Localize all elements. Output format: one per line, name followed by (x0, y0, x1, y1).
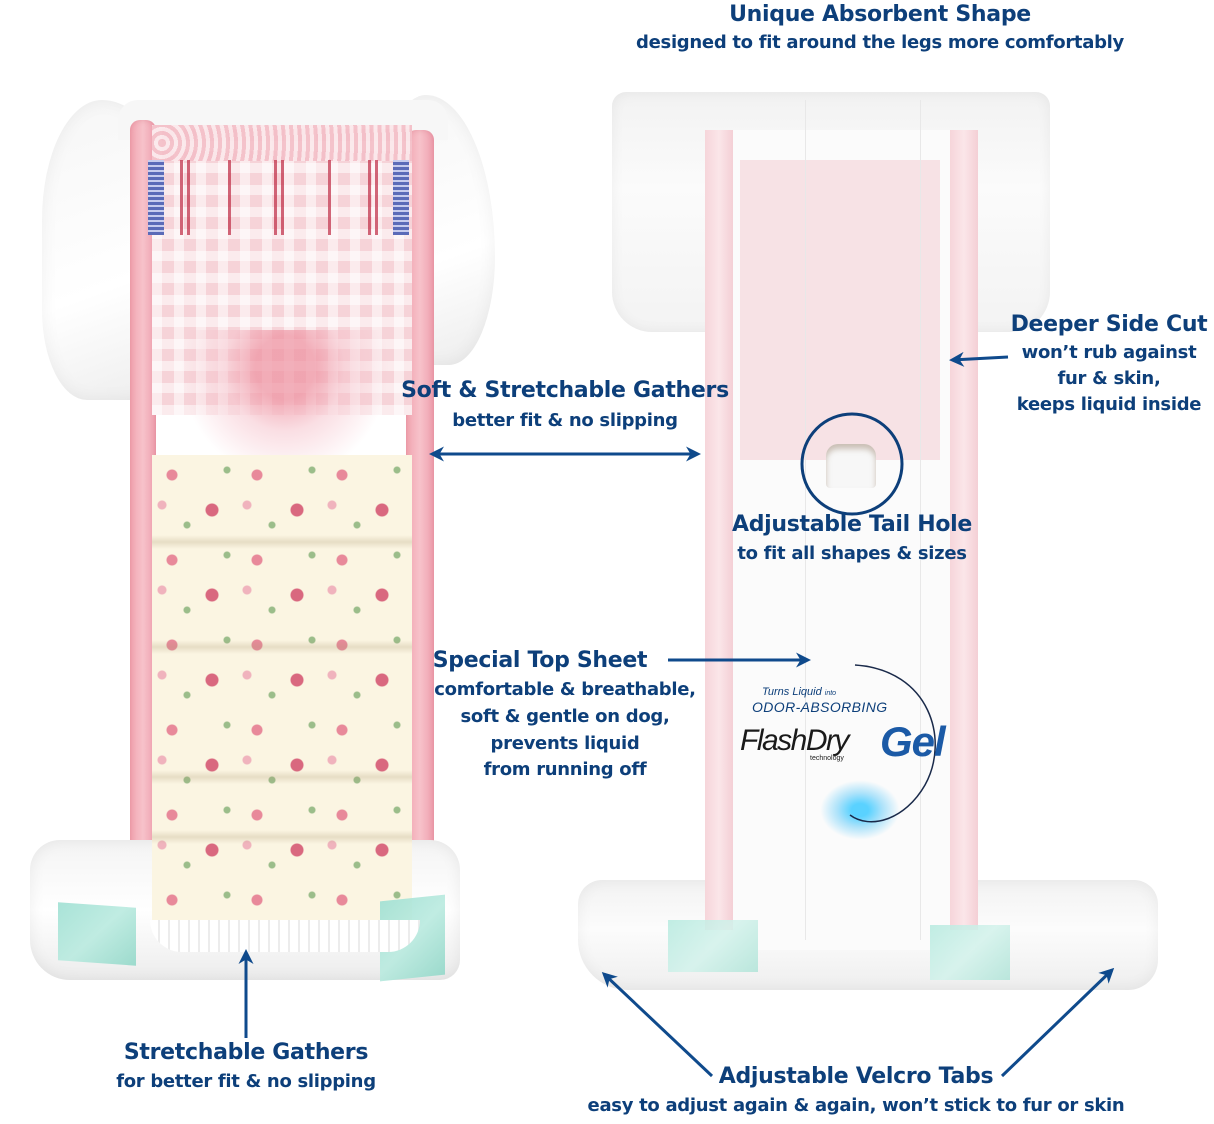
callout-adjustable-velcro-tabs: Adjustable Velcro Tabs easy to adjust ag… (556, 1064, 1156, 1117)
callout-title: Special Top Sheet (432, 648, 648, 673)
logo-gel: Gel (880, 718, 946, 765)
right-gather-band-right (950, 130, 978, 930)
callout-title: Adjustable Tail Hole (731, 512, 973, 537)
tail-hole (826, 444, 876, 488)
callout-line: comfortable & breathable, (434, 679, 696, 701)
center-seam (805, 100, 806, 940)
callout-subtitle: easy to adjust again & again, won’t stic… (587, 1095, 1125, 1117)
red-stripe (187, 160, 190, 235)
fabric-fold (152, 770, 412, 784)
callout-line: prevents liquid (490, 732, 640, 754)
red-stripe (368, 160, 371, 235)
red-stripe (375, 160, 378, 235)
logo-tagline: Turns Liquid into (762, 686, 836, 698)
callout-subtitle: designed to fit around the legs more com… (636, 32, 1124, 54)
red-stripe (281, 160, 284, 235)
callout-unique-absorbent-shape: Unique Absorbent Shape designed to fit a… (600, 2, 1160, 54)
callout-deeper-side-cut: Deeper Side Cut won’t rub against fur & … (1004, 312, 1214, 415)
floral-print-panel (152, 455, 412, 925)
callout-special-top-sheet: Special Top Sheet comfortable & breathab… (405, 648, 725, 781)
callout-line: won’t rub against (1021, 342, 1197, 364)
absorbent-core (740, 160, 940, 460)
fabric-fold (152, 830, 412, 844)
right-gather-band-left (705, 130, 733, 930)
center-seam (920, 100, 921, 940)
blue-stripe (148, 160, 164, 235)
gel-glow (820, 780, 900, 840)
fabric-fold (152, 640, 412, 654)
lace-print (152, 125, 412, 161)
logo-technology: technology (810, 755, 844, 762)
callout-subtitle: for better fit & no slipping (116, 1071, 376, 1093)
callout-title: Deeper Side Cut (1010, 312, 1208, 337)
left-velcro-tab (668, 920, 758, 972)
logo-tagline-into: into (824, 690, 837, 697)
callout-line: fur & skin, (1057, 367, 1161, 389)
callout-title: Soft & Stretchable Gathers (401, 378, 729, 403)
callout-line: from running off (483, 759, 647, 781)
callout-adjustable-tail-hole: Adjustable Tail Hole to fit all shapes &… (712, 512, 992, 565)
red-stripe (274, 160, 277, 235)
callout-title: Adjustable Velcro Tabs (718, 1064, 994, 1089)
callout-title: Unique Absorbent Shape (729, 2, 1031, 27)
left-gather-band-left (130, 120, 156, 920)
callout-subtitle: to fit all shapes & sizes (737, 543, 967, 565)
blue-stripe (393, 160, 409, 235)
callout-line: keeps liquid inside (1016, 393, 1202, 415)
callout-stretchable-gathers: Stretchable Gathers for better fit & no … (86, 1040, 406, 1093)
logo-brand: FlashDry (740, 724, 850, 757)
red-stripe (328, 160, 331, 235)
red-stripe (228, 160, 231, 235)
callout-subtitle: better fit & no slipping (452, 410, 678, 432)
right-velcro-tab (930, 925, 1010, 980)
back-ruffle-gathers (150, 920, 420, 952)
callout-soft-stretchable-gathers: Soft & Stretchable Gathers better fit & … (390, 378, 740, 432)
red-stripe (180, 160, 183, 235)
fabric-fold (152, 535, 412, 549)
callout-title: Stretchable Gathers (123, 1040, 369, 1065)
logo-odor-absorbing: ODOR-ABSORBING (752, 699, 888, 715)
callout-line: soft & gentle on dog, (460, 705, 670, 727)
logo-tagline-main: Turns Liquid (762, 686, 822, 698)
